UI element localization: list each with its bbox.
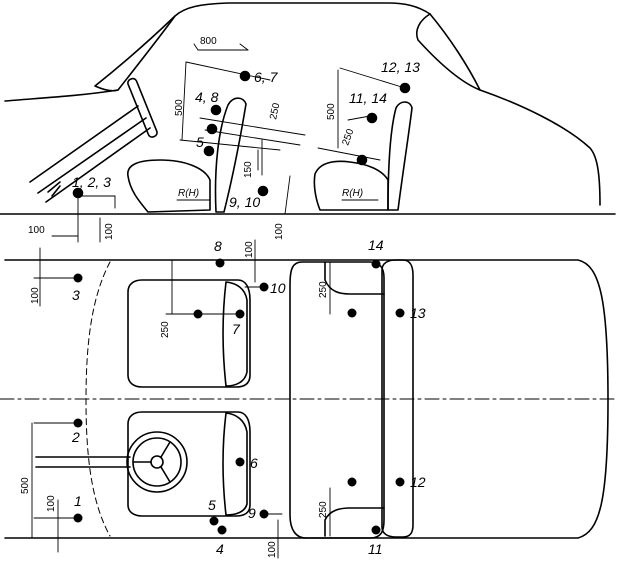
dim-100-c: 100 (274, 223, 285, 240)
front-seat-right-back (222, 281, 248, 387)
measurement-point-5-lower (203, 145, 215, 157)
plan-dim-100-bottom-left: 100 (46, 495, 57, 512)
plan-point-14 (371, 259, 381, 269)
plan-point-10 (259, 282, 269, 292)
plan-label-10: 10 (270, 280, 286, 296)
plan-point-13-inner (347, 308, 357, 318)
plan-label-6: 6 (250, 455, 258, 471)
label-4-8: 4, 8 (195, 89, 219, 105)
plan-label-4: 4 (216, 541, 224, 557)
label-9-10: 9, 10 (229, 194, 260, 210)
dim-500-rear: 500 (326, 103, 337, 120)
label-12-13: 12, 13 (381, 59, 420, 75)
plan-point-9 (259, 509, 269, 519)
label-6-7: 6, 7 (254, 69, 279, 85)
rear-window (415, 13, 481, 91)
measurement-point-11-14 (366, 112, 378, 124)
plan-label-5: 5 (208, 497, 216, 513)
plan-dim-250-rear-bottom: 250 (318, 501, 329, 518)
rear-seat-back (387, 101, 413, 211)
dim-500-front: 500 (174, 99, 185, 116)
plan-point-4 (217, 525, 227, 535)
plan-label-8: 8 (214, 238, 222, 254)
plan-dim-500-left: 500 (20, 477, 31, 494)
dim-250-rear: 250 (340, 127, 356, 147)
plan-dim-100-left: 100 (30, 287, 41, 304)
measurement-point-6-7 (239, 70, 251, 82)
measurement-point-5 (206, 123, 218, 135)
plan-point-11 (371, 525, 381, 535)
rear-seat-cutout-bottom (324, 507, 385, 537)
measurement-point-4-8 (210, 104, 222, 116)
measurement-point-9-10 (257, 185, 269, 197)
plan-label-1: 1 (74, 493, 82, 509)
plan-point-7 (235, 309, 245, 319)
dimension-lines-side (51, 43, 406, 243)
plan-point-1 (73, 513, 83, 523)
plan-dim-250-seat: 250 (160, 321, 171, 338)
plan-label-2: 2 (71, 429, 80, 445)
dim-100-a: 100 (28, 225, 45, 236)
plan-label-14: 14 (368, 237, 384, 253)
measurement-point-1-2-3 (72, 187, 84, 199)
plan-point-8 (215, 258, 225, 268)
plan-point-5 (209, 516, 219, 526)
rear-seat-back-plan (381, 259, 414, 538)
side-view: 1, 2, 3 4, 8 5 6, 7 9, 10 12, 13 11, 14 … (0, 2, 616, 243)
plan-dim-100-bottom: 100 (267, 541, 278, 558)
front-seat-cushion (127, 159, 211, 213)
measurement-point-rear-seat (356, 154, 368, 166)
steering-column (29, 77, 158, 203)
plan-view: 1 2 3 4 5 6 7 8 9 10 11 12 13 14 100 100… (0, 237, 619, 559)
plan-point-6 (235, 457, 245, 467)
steering-wheel (35, 431, 188, 493)
plan-point-7-inner (193, 309, 203, 319)
plan-point-3 (73, 273, 83, 283)
plan-label-3: 3 (72, 287, 80, 303)
firewall-dashed (85, 261, 111, 537)
front-seat-left-back (222, 412, 248, 516)
dim-150: 150 (243, 161, 254, 178)
plan-label-9: 9 (248, 505, 256, 521)
dim-250-front: 250 (268, 102, 282, 121)
plan-label-12: 12 (410, 474, 426, 490)
front-seat-left (127, 411, 251, 517)
plan-point-2 (73, 418, 83, 428)
plan-point-12-inner (347, 477, 357, 487)
plan-point-12 (395, 477, 405, 487)
car-outline-plan (4, 259, 609, 539)
seat-mark-rear: R(H) (342, 188, 363, 199)
label-1-2-3: 1, 2, 3 (72, 174, 111, 190)
measurement-point-12-13 (399, 82, 411, 94)
front-seat-back (214, 97, 247, 213)
pedal (47, 181, 61, 197)
plan-point-13 (395, 308, 405, 318)
label-11-14: 11, 14 (349, 90, 387, 106)
dim-800: 800 (200, 36, 217, 47)
dimension-lines-plan (31, 239, 331, 559)
seat-mark-front: R(H) (178, 188, 199, 199)
front-seat-right (127, 279, 251, 388)
label-5: 5 (196, 134, 204, 150)
rear-seat-cutout-top (324, 261, 385, 295)
plan-dim-250-rear-top: 250 (318, 281, 329, 298)
plan-dim-100-top: 100 (244, 241, 255, 258)
front-pillar (94, 15, 176, 92)
plan-label-13: 13 (410, 305, 426, 321)
plan-label-7: 7 (232, 321, 241, 337)
rear-seat (289, 261, 385, 539)
rear-seat-cushion (313, 160, 389, 211)
dim-100-b: 100 (104, 223, 115, 240)
plan-label-11: 11 (368, 541, 383, 557)
